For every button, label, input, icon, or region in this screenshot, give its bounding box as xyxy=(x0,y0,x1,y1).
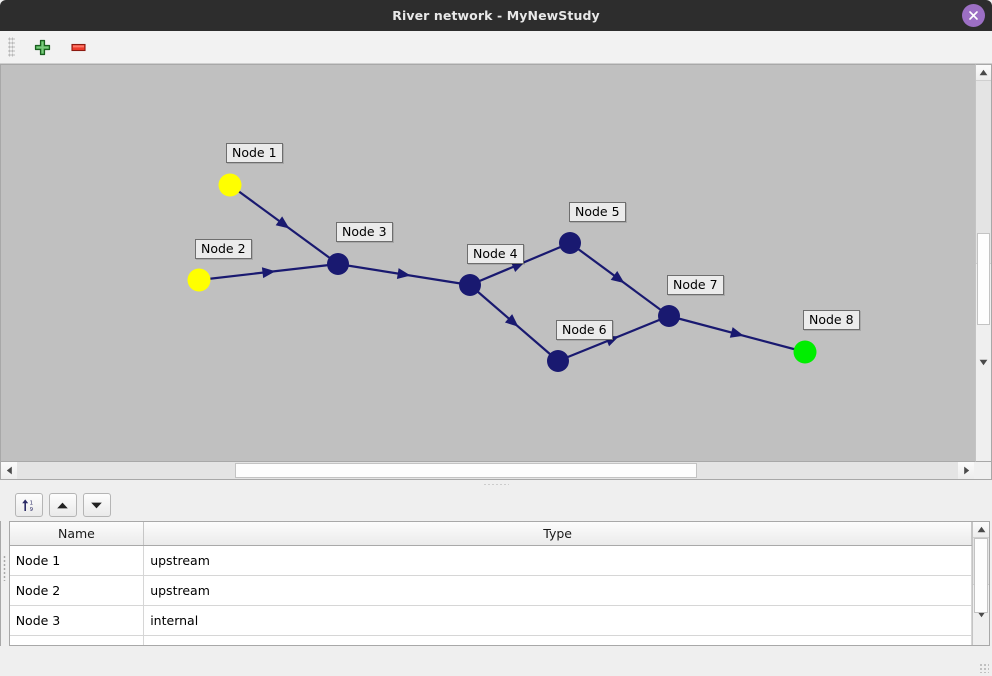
plus-icon xyxy=(34,39,50,55)
table-cell[interactable]: Node 4 xyxy=(9,635,145,645)
resize-grip-icon[interactable] xyxy=(979,663,989,673)
status-bar xyxy=(0,646,992,676)
chevron-left-icon xyxy=(6,466,12,475)
close-icon xyxy=(969,11,978,20)
table-cell[interactable]: internal xyxy=(143,605,973,636)
network-canvas-area: Node 1 Node 2 Node 3 Node 4 Node 5 Node 6 Node… xyxy=(0,64,992,462)
edge-arrow-icon xyxy=(729,327,744,338)
chevron-down-icon xyxy=(979,359,988,366)
table-cell[interactable]: Node 2 xyxy=(9,575,145,606)
graph-node[interactable] xyxy=(793,340,817,364)
chevron-down-icon xyxy=(977,612,985,618)
node-label[interactable]: Node 1 xyxy=(226,143,283,163)
sort-ascending-icon: 1 9 xyxy=(22,498,34,513)
main-toolbar xyxy=(0,31,992,64)
edge-arrow-icon xyxy=(510,261,525,273)
scroll-left-button[interactable] xyxy=(1,462,17,479)
svg-text:9: 9 xyxy=(30,507,34,513)
node-scroll-up-button[interactable] xyxy=(973,522,990,538)
scrollbar-corner xyxy=(974,462,991,479)
canvas-vertical-scrollbar[interactable] xyxy=(975,64,992,462)
chevron-right-icon xyxy=(963,466,969,475)
scroll-up-button[interactable] xyxy=(976,65,991,81)
canvas-hscroll-track[interactable] xyxy=(17,462,958,479)
node-sort-button[interactable]: 1 9 xyxy=(14,493,43,517)
window-titlebar: River network - MyNewStudy xyxy=(0,0,992,31)
node-vscroll-thumb[interactable] xyxy=(974,538,989,613)
network-diagram[interactable]: Node 1 Node 2 Node 3 Node 4 Node 5 Node 6 Node… xyxy=(0,64,975,462)
graph-node[interactable] xyxy=(327,253,349,275)
delete-node-button[interactable] xyxy=(67,36,89,58)
canvas-vscroll-thumb[interactable] xyxy=(977,233,990,325)
graph-node[interactable] xyxy=(658,305,680,327)
minus-icon xyxy=(70,43,86,51)
canvas-hscroll-thumb[interactable] xyxy=(235,463,697,478)
node-table-vertical-scrollbar[interactable] xyxy=(972,522,990,645)
node-move-down-button[interactable] xyxy=(82,493,111,517)
node-move-up-button[interactable] xyxy=(48,493,77,517)
node-pane: 1 9 xyxy=(8,489,992,646)
node-vscroll-track[interactable] xyxy=(973,538,990,613)
node-table-header-row: Name Type xyxy=(9,522,973,546)
node-label[interactable]: Node 4 xyxy=(467,244,524,264)
canvas-vscroll-track[interactable] xyxy=(976,81,991,325)
graph-node[interactable] xyxy=(459,274,481,296)
table-cell[interactable]: internal xyxy=(143,635,973,645)
vertical-splitter[interactable] xyxy=(0,489,9,646)
horizontal-splitter[interactable] xyxy=(0,480,992,489)
graph-node[interactable] xyxy=(559,232,581,254)
node-label[interactable]: Node 5 xyxy=(569,202,626,222)
table-cell[interactable]: upstream xyxy=(143,545,973,576)
graph-node[interactable] xyxy=(547,350,569,372)
chevron-up-icon xyxy=(979,69,988,76)
node-label[interactable]: Node 2 xyxy=(195,239,252,259)
canvas-horizontal-scrollbar[interactable] xyxy=(0,462,992,480)
graph-node[interactable] xyxy=(218,173,242,197)
node-label[interactable]: Node 8 xyxy=(803,310,860,330)
network-graph-svg xyxy=(187,173,817,372)
node-column-header-name[interactable]: Name xyxy=(9,522,145,546)
tables-area: 1 9 xyxy=(0,489,992,646)
svg-text:1: 1 xyxy=(30,500,33,506)
add-node-button[interactable] xyxy=(31,36,53,58)
edge-arrow-icon xyxy=(504,314,519,327)
table-row[interactable]: Node 4internal xyxy=(9,635,973,645)
edge-arrow-icon xyxy=(275,216,290,229)
edge-arrow-icon xyxy=(396,268,411,279)
node-column-header-type[interactable]: Type xyxy=(143,522,973,546)
node-pane-toolbar: 1 9 xyxy=(8,489,992,521)
window-title: River network - MyNewStudy xyxy=(392,8,600,23)
graph-node[interactable] xyxy=(187,268,211,292)
splitter-grip-icon xyxy=(483,483,509,486)
table-cell[interactable]: Node 3 xyxy=(9,605,145,636)
edge-arrow-icon xyxy=(261,267,276,279)
splitter-grip-icon xyxy=(3,554,7,581)
scroll-right-button[interactable] xyxy=(958,462,974,479)
close-button[interactable] xyxy=(962,4,985,27)
chevron-up-icon xyxy=(977,526,985,533)
node-label[interactable]: Node 7 xyxy=(667,275,724,295)
arrow-up-icon xyxy=(57,502,69,508)
node-label[interactable]: Node 6 xyxy=(556,320,613,340)
edge-arrow-icon xyxy=(610,271,625,284)
table-cell[interactable]: Node 1 xyxy=(9,545,145,576)
node-label[interactable]: Node 3 xyxy=(336,222,393,242)
arrow-down-icon xyxy=(91,502,103,508)
table-cell[interactable]: upstream xyxy=(143,575,973,606)
toolbar-grip[interactable] xyxy=(8,37,15,57)
